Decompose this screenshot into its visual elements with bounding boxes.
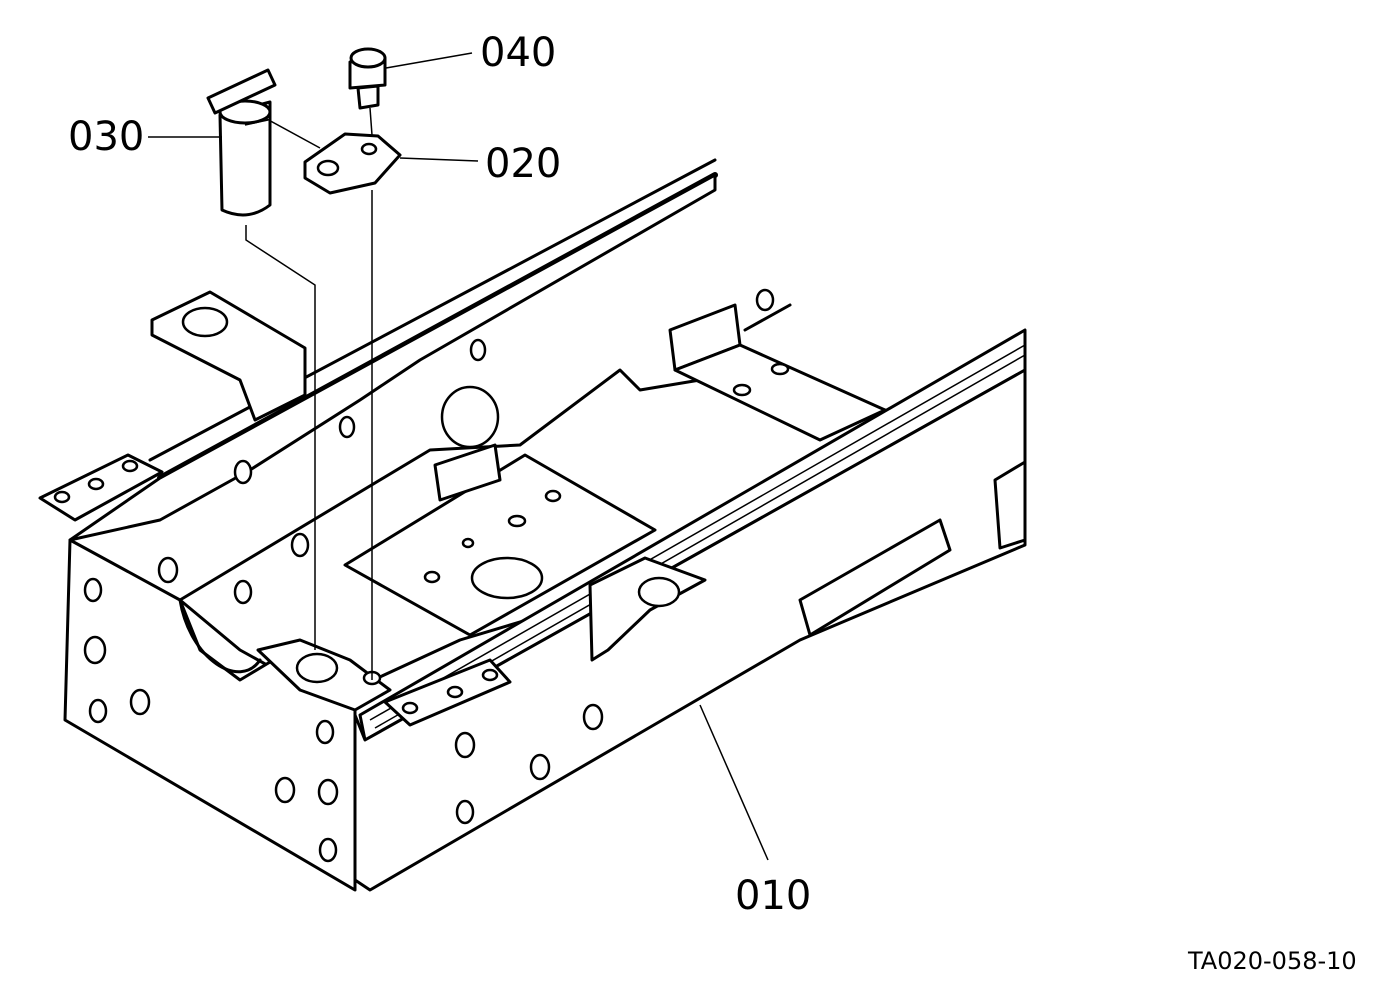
label-040: 040 (480, 30, 556, 76)
plate-020 (303, 132, 402, 195)
label-020: 020 (485, 141, 561, 187)
frame-010 (38, 158, 1027, 892)
label-030: 030 (68, 114, 144, 160)
pin-030 (206, 68, 277, 217)
bolt-040 (348, 47, 387, 110)
label-010: 010 (735, 873, 811, 919)
assembly-guides (245, 107, 373, 680)
leader-lines (148, 52, 769, 861)
reference-code: TA020-058-10 (1187, 947, 1357, 975)
